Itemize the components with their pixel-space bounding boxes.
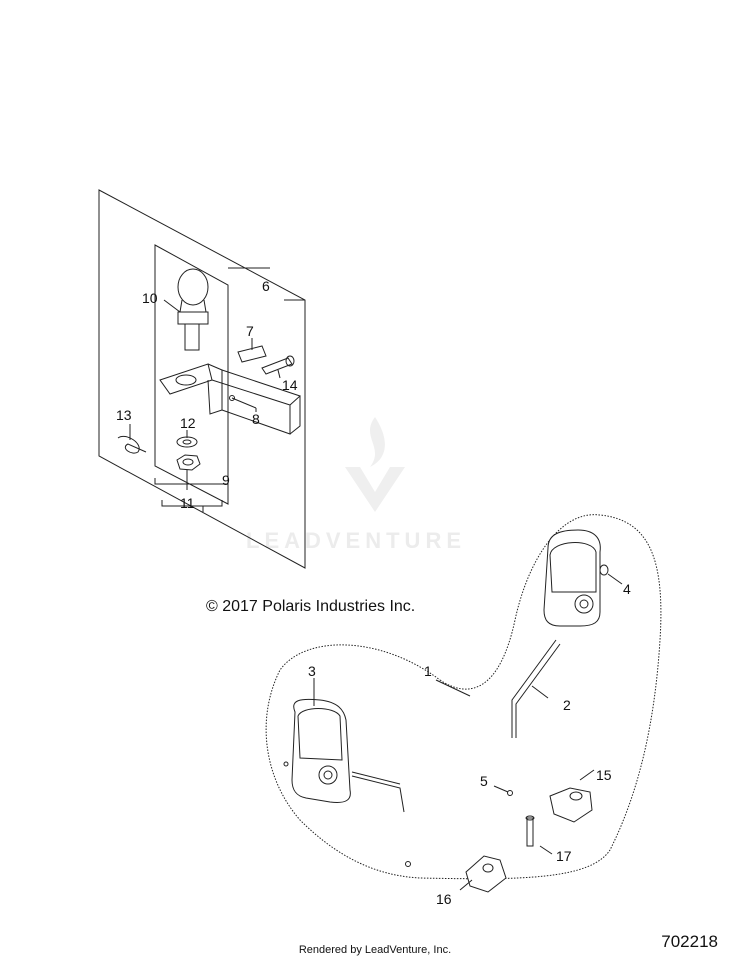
- mirror-kit-outline: [265, 514, 662, 880]
- callout-8: 8: [252, 411, 260, 427]
- small-screw-2: [405, 861, 411, 867]
- callout-3: 3: [308, 663, 316, 679]
- callout-2: 2: [563, 697, 571, 713]
- callout-13: 13: [116, 407, 132, 423]
- callout-12: 12: [180, 415, 196, 431]
- callout-10: 10: [142, 290, 158, 306]
- mirror-mounting-rod: [511, 639, 561, 738]
- hitch-pin-clip-r: [117, 436, 147, 454]
- mirror-clamp-upper: [549, 787, 593, 823]
- hitch-ball: [177, 268, 209, 351]
- callout-9: 9: [222, 472, 230, 488]
- callout-6: 6: [262, 278, 270, 294]
- copyright-text: © 2017 Polaris Industries Inc.: [206, 598, 416, 615]
- hex-nut: [176, 454, 201, 471]
- callout-17: 17: [556, 848, 572, 864]
- callout-1: 1: [424, 663, 432, 679]
- hitch-assembly-group: [98, 189, 306, 569]
- footer-credit: Rendered by LeadVenture, Inc.: [298, 944, 452, 956]
- small-screw-3: [283, 761, 289, 767]
- left-mirror: [291, 698, 405, 813]
- callout-4: 4: [623, 581, 631, 597]
- leadventure-logo-watermark: [345, 417, 405, 512]
- mirror-kit-group: [265, 514, 662, 893]
- small-screw: [507, 790, 513, 796]
- clamp-bolt: [525, 815, 535, 847]
- lock-washer: [176, 436, 198, 448]
- mirror-clamp-lower: [465, 855, 507, 893]
- drawing-id: 702218: [661, 932, 718, 951]
- callout-7: 7: [246, 323, 254, 339]
- hitch-pin: [261, 355, 295, 375]
- right-mirror: [543, 529, 609, 627]
- callout-5: 5: [480, 773, 488, 789]
- ball-mount-drawbar: [159, 363, 301, 435]
- callout-15: 15: [596, 767, 612, 783]
- hitch-pin-clip: [237, 345, 267, 363]
- hitch-kit-outline: [98, 189, 306, 569]
- ball-mount-subgroup-outline: [154, 244, 229, 505]
- watermark-brand-text: LEADVENTURE: [246, 528, 467, 553]
- callout-11: 11: [180, 495, 195, 511]
- mirror-adjuster-knob: [599, 564, 609, 576]
- callout-16: 16: [436, 891, 452, 907]
- callout-14: 14: [282, 377, 298, 393]
